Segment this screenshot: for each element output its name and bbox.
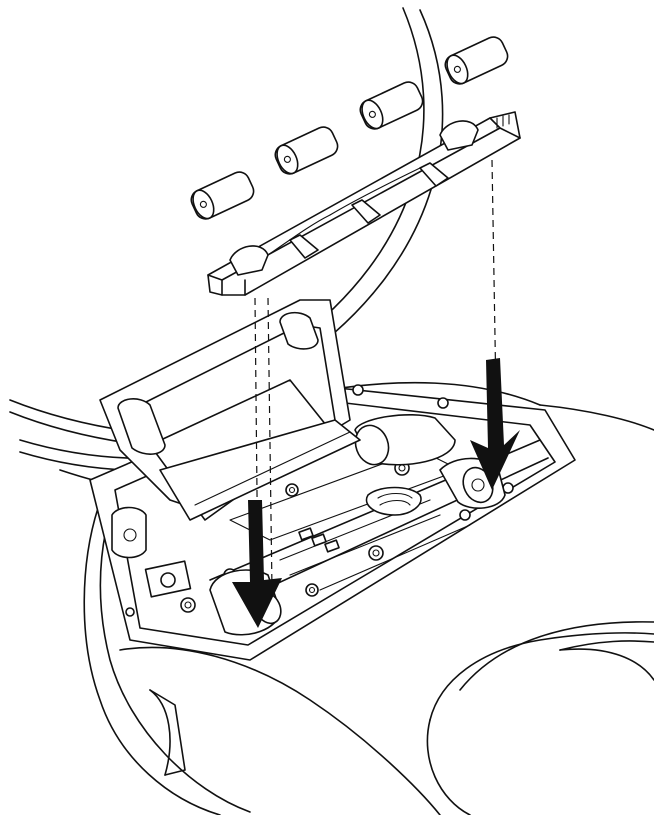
battery-holder [207, 111, 521, 296]
compartment-lid [99, 299, 361, 521]
battery-1 [190, 171, 255, 220]
battery-4 [444, 36, 509, 85]
insert-arrow-right [470, 358, 520, 490]
insert-arrow-left [232, 500, 282, 628]
guide-line-left-2 [267, 297, 273, 591]
batteries [190, 36, 509, 220]
battery-3 [359, 81, 424, 130]
battery-2 [274, 126, 339, 175]
